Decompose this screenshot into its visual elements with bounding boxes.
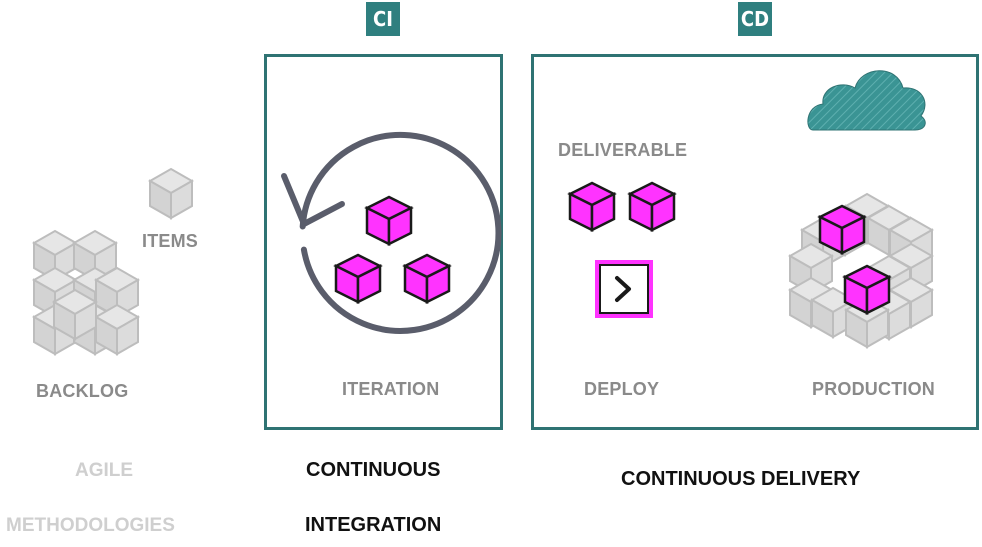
backlog-label: BACKLOG xyxy=(36,381,129,401)
cloud-icon xyxy=(807,70,926,131)
ci-tag: CI xyxy=(366,2,400,36)
deliverable-label: DELIVERABLE xyxy=(558,140,688,160)
iteration-label: ITERATION xyxy=(342,379,440,399)
cycle-arrow-icon xyxy=(281,131,502,334)
deploy-arrow-icon xyxy=(595,260,653,318)
methodologies-label: METHODOLOGIES xyxy=(6,515,175,536)
cd-tag: CD xyxy=(738,2,772,36)
agile-label: AGILE xyxy=(75,460,134,481)
integration-label: INTEGRATION xyxy=(305,514,442,536)
backlog-cubes-icon xyxy=(33,230,139,355)
deliverable-cubes-icon xyxy=(568,181,676,232)
deploy-label: DEPLOY xyxy=(584,379,660,399)
continuous-label: CONTINUOUS xyxy=(306,459,441,481)
item-cube-icon xyxy=(149,168,193,219)
ci-frame xyxy=(264,54,503,430)
cd-frame xyxy=(531,54,979,430)
items-label: ITEMS xyxy=(142,231,199,251)
production-cubes-icon xyxy=(789,193,933,348)
production-label: PRODUCTION xyxy=(812,379,935,399)
iteration-cubes-icon xyxy=(334,195,451,304)
continuous-delivery-label: CONTINUOUS DELIVERY xyxy=(621,468,861,490)
